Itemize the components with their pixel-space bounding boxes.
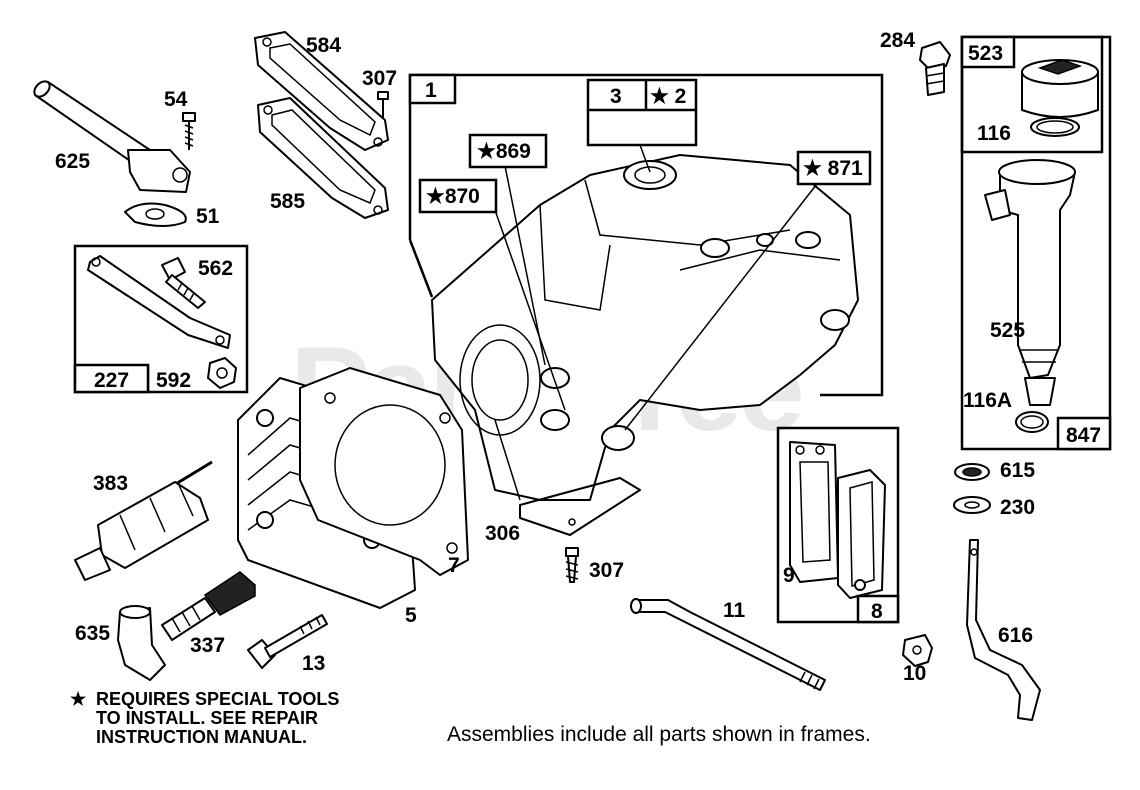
part-7-head-gasket[interactable] <box>299 367 469 576</box>
part-584-gasket[interactable] <box>254 31 389 151</box>
leader-lines <box>494 144 821 431</box>
part-306-gasket[interactable] <box>519 477 641 536</box>
part-51-gasket[interactable] <box>124 202 187 227</box>
callout-585: 585 <box>270 190 305 213</box>
callout-337: 337 <box>190 634 225 657</box>
callout-615: 615 <box>1000 459 1035 482</box>
part-116-o-ring[interactable] <box>1030 117 1080 137</box>
callout-562: 562 <box>198 257 233 280</box>
callout-871: ★ 871 <box>803 157 863 180</box>
special-tools-text: REQUIRES SPECIAL TOOLS TO INSTALL. SEE R… <box>96 689 340 747</box>
part-10-plug[interactable] <box>902 634 933 667</box>
part-585-gasket[interactable] <box>257 97 389 219</box>
callout-525: 525 <box>990 319 1025 342</box>
part-307-screw-bottom[interactable] <box>565 547 579 583</box>
callout-523: 523 <box>968 42 1003 65</box>
callout-870: ★870 <box>426 185 480 208</box>
callout-625: 625 <box>55 150 90 173</box>
frame-dipstick-assembly <box>960 35 1104 154</box>
callout-847: 847 <box>1066 424 1101 447</box>
frame-cylinder-assembly <box>408 73 884 397</box>
callout-307-bottom: 307 <box>589 559 624 582</box>
part-635-elbow[interactable] <box>117 605 166 681</box>
part-230-washer[interactable] <box>953 496 991 514</box>
callout-584: 584 <box>306 34 341 57</box>
part-54-screw[interactable] <box>182 112 196 150</box>
part-breather-cover[interactable] <box>837 469 886 599</box>
special-tools-star: ★ <box>70 689 87 709</box>
special-tools-note: ★ REQUIRES SPECIAL TOOLS TO INSTALL. SEE… <box>70 690 339 747</box>
callout-116: 116 <box>977 122 1011 145</box>
part-284-vent[interactable] <box>919 41 951 96</box>
callout-227: 227 <box>94 369 129 392</box>
part-116a-o-ring[interactable] <box>1015 411 1049 433</box>
callout-54: 54 <box>164 88 188 111</box>
assemblies-note: Assemblies include all parts shown in fr… <box>447 723 871 746</box>
part-592-nut[interactable] <box>207 357 237 389</box>
frame-breather-assembly <box>776 426 900 624</box>
part-9-gasket[interactable] <box>789 441 839 583</box>
part-governor-lever[interactable] <box>87 255 231 349</box>
callout-5: 5 <box>405 604 417 627</box>
callout-116a: 116A <box>963 389 1012 412</box>
callout-2: ★ 2 <box>650 85 686 108</box>
part-11-rod[interactable] <box>630 598 826 691</box>
callout-3: 3 <box>610 85 622 108</box>
part-523-cap[interactable] <box>1021 59 1099 118</box>
callout-11: 11 <box>723 599 746 622</box>
callout-230: 230 <box>1000 496 1035 519</box>
callout-592: 592 <box>156 369 191 392</box>
callout-306: 306 <box>485 522 520 545</box>
part-1-cylinder-block[interactable] <box>431 154 859 501</box>
callout-7: 7 <box>448 554 460 577</box>
callout-635: 635 <box>75 622 110 645</box>
part-616-control-rod[interactable] <box>966 539 1041 721</box>
part-307-screw-top[interactable] <box>377 91 389 118</box>
callout-9: 9 <box>783 564 795 587</box>
callout-51: 51 <box>196 205 220 228</box>
callout-10: 10 <box>903 662 926 685</box>
part-525-fill-tube[interactable] <box>984 159 1076 406</box>
callout-383: 383 <box>93 472 128 495</box>
part-383-rod[interactable] <box>74 460 213 581</box>
part-13-bolt[interactable] <box>247 614 328 669</box>
part-615-seal[interactable] <box>954 463 990 481</box>
callout-13: 13 <box>302 652 325 675</box>
frame-governor-assembly <box>73 244 249 394</box>
callout-8: 8 <box>871 600 883 623</box>
part-625-tube[interactable] <box>31 78 191 193</box>
part-337-spark-plug[interactable] <box>161 571 256 641</box>
callout-1: 1 <box>425 79 437 102</box>
callout-616: 616 <box>998 624 1033 647</box>
callout-869: ★869 <box>477 140 531 163</box>
callout-307-top: 307 <box>362 67 397 90</box>
part-562-bolt[interactable] <box>161 257 206 309</box>
callout-284: 284 <box>880 29 915 52</box>
